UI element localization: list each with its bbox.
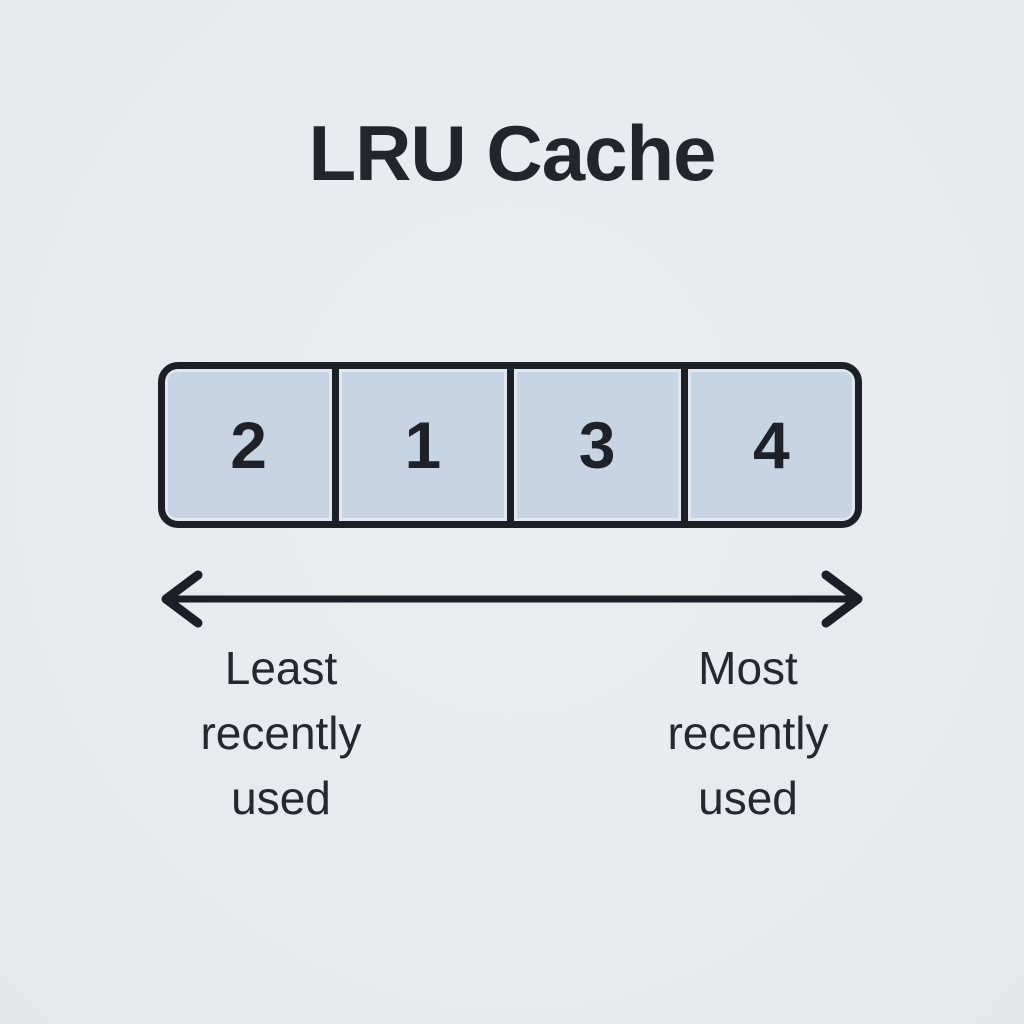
cache-cell-3: 4 <box>687 369 855 521</box>
cache-cell-1: 1 <box>339 369 507 521</box>
cache-box: 2 1 3 4 <box>158 362 862 528</box>
cache-cell-2: 3 <box>513 369 681 521</box>
least-recently-used-label: Least recently used <box>200 642 362 824</box>
double-arrow-icon <box>161 570 863 628</box>
cache-cell-0: 2 <box>165 369 333 521</box>
diagram-title: LRU Cache <box>308 109 716 197</box>
most-recently-used-label: Most recently used <box>667 642 829 824</box>
